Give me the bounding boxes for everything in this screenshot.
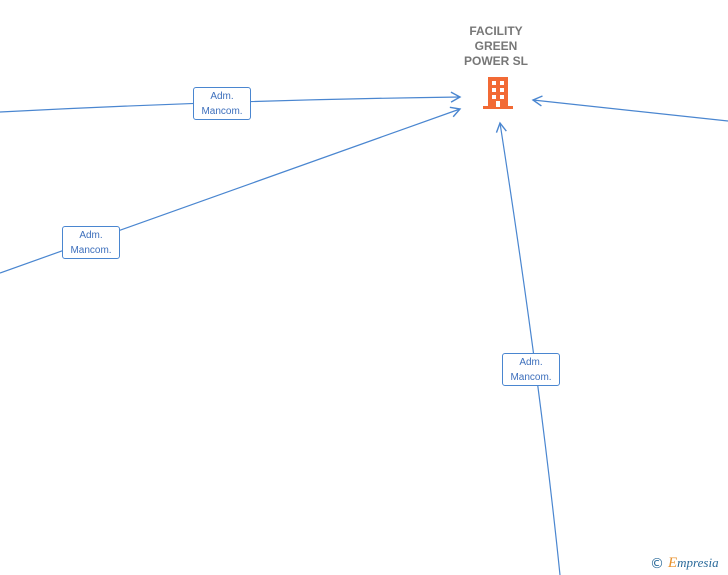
edge-label-role: Adm. bbox=[210, 90, 234, 102]
copyright-icon: © bbox=[650, 555, 664, 572]
company-name-label[interactable]: FACILITY GREEN POWER SL bbox=[463, 24, 528, 68]
edge-label-type: Mancom. bbox=[201, 105, 243, 117]
brand-logo: Empresia bbox=[668, 555, 719, 572]
edge-label-type: Mancom. bbox=[70, 244, 112, 256]
brand-name: mpresia bbox=[677, 555, 719, 570]
building-icon[interactable] bbox=[481, 75, 515, 111]
brand-initial: E bbox=[668, 555, 678, 571]
edge-label-2[interactable]: Adm. Mancom. bbox=[62, 226, 120, 259]
edge-line-3 bbox=[495, 121, 561, 575]
edge-label-type: Mancom. bbox=[510, 371, 552, 383]
edge-label-role: Adm. bbox=[79, 229, 103, 241]
edge-label-role: Adm. bbox=[519, 356, 543, 368]
edge-label-3[interactable]: Adm. Mancom. bbox=[502, 353, 560, 386]
edge-line-4 bbox=[531, 95, 728, 122]
empresia-watermark: © Empresia bbox=[650, 555, 719, 572]
edge-label-1[interactable]: Adm. Mancom. bbox=[193, 87, 251, 120]
